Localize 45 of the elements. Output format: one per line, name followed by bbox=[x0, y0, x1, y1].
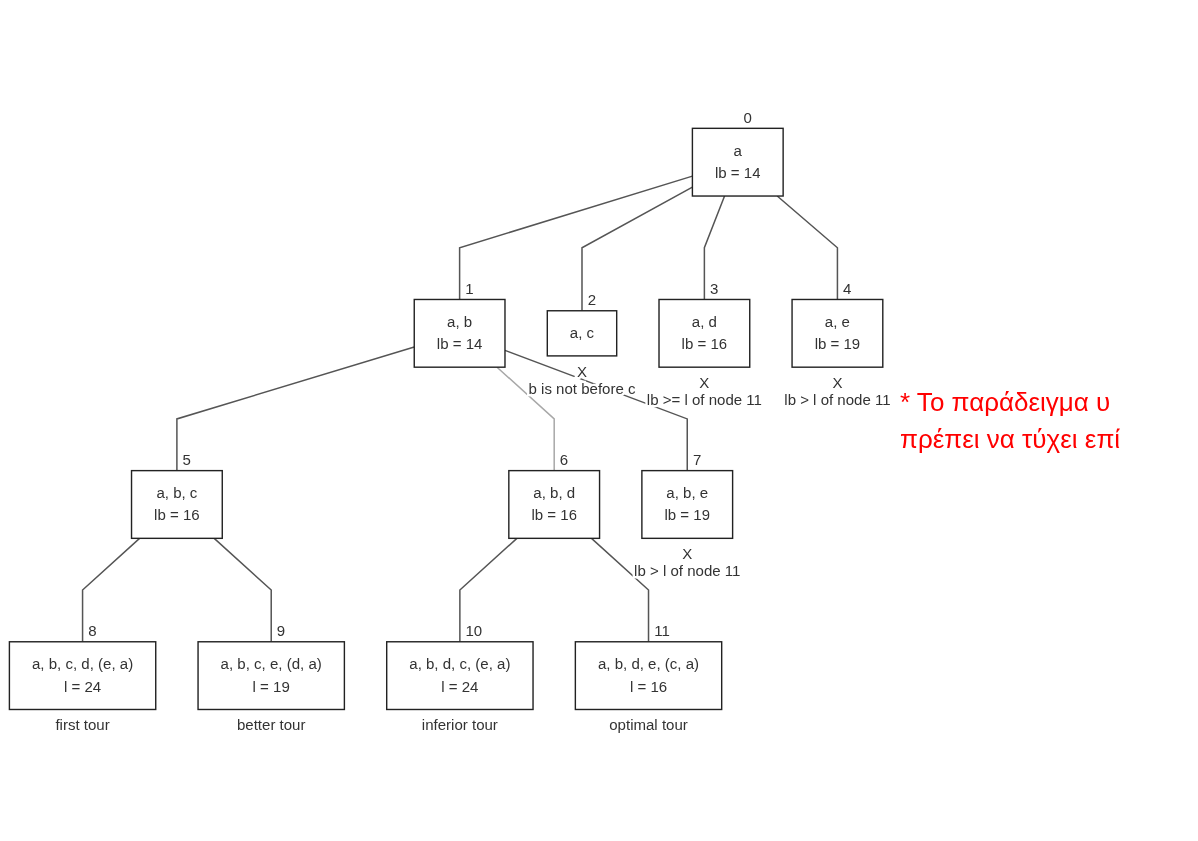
node-number: 3 bbox=[710, 279, 719, 297]
node-number: 8 bbox=[88, 621, 97, 639]
node-note: lb >= l of node 11 bbox=[646, 390, 762, 408]
node-box: a lb = 14 bbox=[691, 127, 784, 197]
connector bbox=[776, 194, 839, 300]
node-number: 2 bbox=[587, 290, 596, 308]
node-box: a, b, e lb = 19 bbox=[641, 469, 734, 539]
note-text: πρέπει να τύχει επί bbox=[900, 422, 1122, 456]
node-note: inferior tour bbox=[421, 715, 498, 733]
node-number: 11 bbox=[654, 621, 670, 639]
node-number: 7 bbox=[692, 450, 702, 468]
node-box: a, b, c, e, (d, a) l = 19 bbox=[197, 640, 346, 710]
connector bbox=[176, 345, 415, 471]
node-note: lb > l of node 11 bbox=[784, 390, 891, 408]
node-note: X bbox=[832, 373, 843, 391]
node-box: a, b, d lb = 16 bbox=[508, 469, 601, 539]
node-box: a, e lb = 19 bbox=[791, 298, 884, 368]
node-box: a, d lb = 16 bbox=[658, 298, 751, 368]
connector bbox=[81, 537, 141, 643]
node-number: 6 bbox=[559, 450, 569, 468]
node-note: X bbox=[682, 544, 693, 562]
node-box: a, b, c, d, (e, a) l = 24 bbox=[8, 640, 157, 710]
node-box: a, c bbox=[546, 309, 618, 357]
node-number: 0 bbox=[743, 108, 752, 126]
node-number: 10 bbox=[465, 621, 483, 639]
note-text: * Το παράδειγμα υ bbox=[900, 386, 1112, 420]
connector bbox=[459, 537, 518, 643]
node-number: 4 bbox=[843, 279, 852, 297]
node-box: a, b, d, c, (e, a) l = 24 bbox=[386, 640, 534, 710]
node-box: a, b, d, e, (c, a) l = 16 bbox=[574, 640, 723, 710]
node-number: 5 bbox=[182, 450, 191, 468]
connector bbox=[213, 537, 272, 643]
node-note: lb > l of node 11 bbox=[634, 561, 741, 579]
connector bbox=[703, 194, 726, 300]
node-box: a, b, c lb = 16 bbox=[130, 469, 223, 539]
node-number: 1 bbox=[465, 279, 474, 297]
node-box: a, b lb = 14 bbox=[413, 298, 506, 368]
node-note: optimal tour bbox=[609, 715, 688, 733]
connector bbox=[496, 365, 555, 471]
node-note: better tour bbox=[236, 715, 306, 733]
node-number: 9 bbox=[276, 621, 286, 639]
node-note: first tour bbox=[55, 715, 110, 733]
node-note: X bbox=[699, 373, 710, 391]
connector bbox=[590, 537, 650, 643]
node-note: X bbox=[577, 362, 587, 380]
